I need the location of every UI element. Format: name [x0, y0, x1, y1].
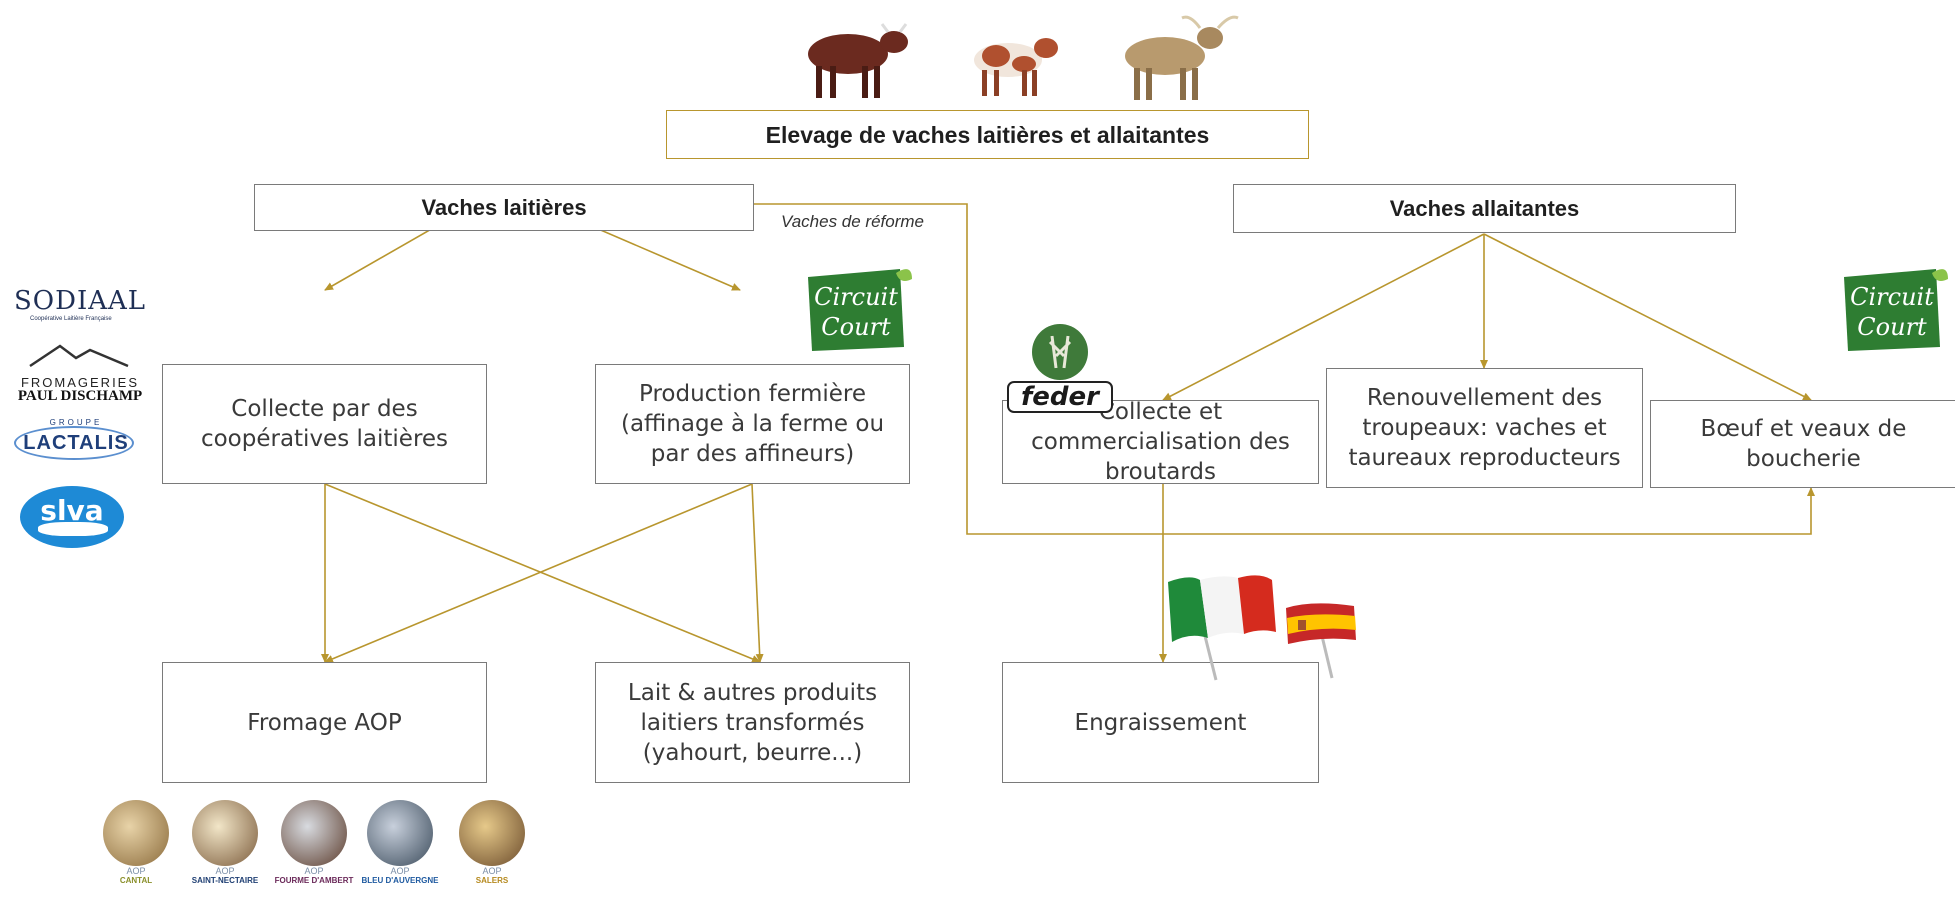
collecte-broutards-label: Collecte et commercialisation des brouta… — [1031, 399, 1290, 485]
diagram-title-text: Elevage de vaches laitières et allaitant… — [765, 121, 1210, 148]
feder-text: feder — [1021, 382, 1101, 412]
reforme-label: Vaches de réforme — [781, 212, 924, 231]
court-text: Court — [1857, 313, 1927, 341]
aop-code: AOP — [482, 866, 502, 876]
production-fermiere-box: Production fermière (affinage à la ferme… — [595, 364, 910, 484]
aop-code: AOP — [126, 866, 146, 876]
cheese-icon — [192, 800, 258, 866]
circuit-court-logo: Circuit Court — [1836, 263, 1952, 355]
circuit-court-badge-icon: Circuit Court — [1844, 269, 1948, 351]
engraissement-box: Engraissement — [1002, 662, 1319, 783]
aop-name: CANTAL — [119, 876, 153, 885]
arrow-production-to-lait — [751, 483, 764, 663]
lactalis-group-text: GROUPE — [49, 418, 103, 427]
aop-code: AOP — [390, 866, 410, 876]
cheese-icon — [459, 800, 525, 866]
collecte-coop-box: Collecte par des coopératives laitières — [162, 364, 487, 484]
suckler-cows-box: Vaches allaitantes — [1233, 184, 1736, 233]
lait-produits-label: Lait & autres produits laitiers transfor… — [627, 679, 878, 766]
cows-illustration — [808, 15, 1239, 100]
suckler-cows-label: Vaches allaitantes — [1389, 195, 1580, 221]
engraissement-label: Engraissement — [1074, 709, 1247, 736]
aop-code: AOP — [215, 866, 235, 876]
spain-flag-icon — [1286, 603, 1356, 679]
arrow-collecte-to-lait — [324, 483, 761, 663]
circuit-court-logo: Circuit Court — [800, 263, 916, 355]
sodiaal-text: SODIAAL — [14, 286, 147, 316]
arrow-suckler-to-boeuf — [1483, 233, 1812, 401]
diagram-title: Elevage de vaches laitières et allaitant… — [666, 110, 1309, 159]
feder-badge-icon: feder — [1007, 324, 1113, 413]
aop-name: SAINT-NECTAIRE — [191, 876, 259, 885]
aop-badge: AOP FOURME D'AMBERT — [270, 800, 358, 886]
cheese-icon — [367, 800, 433, 866]
cow-icon — [1125, 15, 1239, 100]
dischamp-line2: PAUL DISCHAMP — [17, 388, 143, 404]
mountain-icon — [29, 344, 129, 368]
arrow-production-to-fromage — [324, 483, 753, 663]
circuit-court-badge-icon: Circuit Court — [808, 269, 912, 351]
cow-icon — [808, 23, 908, 98]
cow-icon — [974, 38, 1058, 96]
italy-flag-icon — [1168, 575, 1276, 681]
fromage-aop-box: Fromage AOP — [162, 662, 487, 783]
lactalis-logo: GROUPE LACTALIS — [14, 418, 138, 464]
lait-produits-box: Lait & autres produits laitiers transfor… — [595, 662, 910, 783]
circuit-text: Circuit — [814, 283, 898, 311]
arrow-suckler-to-collecte — [1162, 233, 1485, 401]
collecte-coop-label: Collecte par des coopératives laitières — [200, 396, 449, 452]
production-fermiere-label: Production fermière (affinage à la ferme… — [620, 381, 885, 467]
court-text: Court — [821, 313, 891, 341]
aop-name: SALERS — [475, 876, 509, 885]
boeuf-veaux-box: Bœuf et veaux de boucherie — [1650, 400, 1955, 488]
aop-badge: AOP SALERS — [452, 800, 532, 886]
cheese-icon — [103, 800, 169, 866]
collecte-broutards-box: Collecte et commercialisation des brouta… — [1002, 399, 1319, 485]
slva-text: slva — [40, 494, 104, 527]
aop-badge: AOP CANTAL — [96, 800, 176, 886]
fromage-aop-label: Fromage AOP — [247, 709, 402, 736]
arrow-reforme-to-boeuf — [754, 203, 1815, 535]
sodiaal-logo: SODIAAL Coopérative Laitière Française — [14, 286, 147, 322]
lactalis-text: LACTALIS — [23, 432, 129, 454]
renouvellement-box: Renouvellement des troupeaux: vaches et … — [1326, 368, 1643, 488]
aop-name: BLEU D'AUVERGNE — [361, 876, 439, 885]
aop-badge: AOP SAINT-NECTAIRE — [182, 800, 268, 886]
aop-code: AOP — [304, 866, 324, 876]
dischamp-logo: FROMAGERIES PAUL DISCHAMP — [10, 340, 150, 405]
aop-badge: AOP BLEU D'AUVERGNE — [356, 800, 444, 886]
renouvellement-label: Renouvellement des troupeaux: vaches et … — [1348, 385, 1621, 471]
feder-logo: feder — [1004, 316, 1116, 416]
sodiaal-subtitle: Coopérative Laitière Française — [30, 316, 112, 322]
aop-name: FOURME D'AMBERT — [274, 876, 354, 885]
dairy-cows-label: Vaches laitières — [421, 194, 587, 220]
boeuf-veaux-label: Bœuf et veaux de boucherie — [1700, 416, 1907, 472]
slva-logo: slva — [20, 486, 124, 548]
cheese-icon — [281, 800, 347, 866]
circuit-text: Circuit — [1850, 283, 1934, 311]
dischamp-line1: FROMAGERIES — [20, 375, 140, 390]
dairy-cows-box: Vaches laitières — [254, 184, 754, 231]
